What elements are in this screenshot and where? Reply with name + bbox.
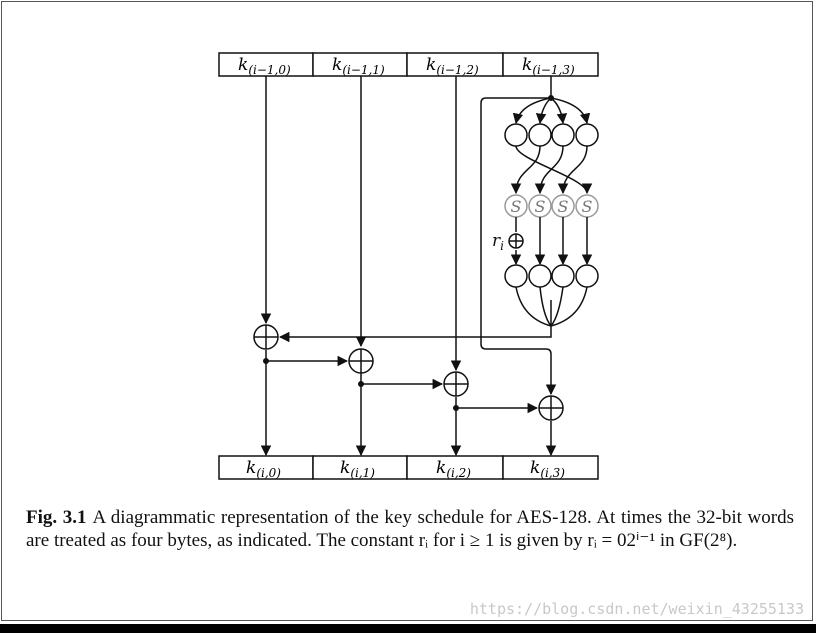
input-word-2-base: k: [426, 55, 436, 75]
figure-caption-text: A diagrammatic representation of the key…: [26, 507, 795, 551]
input-word-3-base: k: [522, 55, 532, 75]
junction-dot-2: [453, 405, 459, 411]
svg-text:k(i,3): k(i,3): [530, 458, 565, 480]
junction-dot-0: [263, 358, 269, 364]
xor-nodes: [253, 324, 564, 421]
rot-line-1-0: [510, 145, 541, 195]
sbox-0: S: [504, 194, 528, 218]
round-constant-sub: i: [500, 239, 504, 253]
svg-text:k(i−1,0): k(i−1,0): [238, 55, 291, 77]
round-constant-label: ri: [492, 231, 504, 253]
fan-out-3: [550, 97, 591, 125]
output-word-0-sub: (i,0): [256, 466, 281, 480]
input-word-0: k(i−1,0): [218, 52, 314, 77]
byte-node-2: [551, 123, 575, 147]
svg-text:k(i,2): k(i,2): [436, 458, 471, 480]
sbox-1-label: S: [535, 197, 546, 216]
g-function: S S S S ri: [492, 97, 599, 327]
xor-node-3: [538, 395, 564, 421]
output-word-3-base: k: [530, 458, 540, 478]
sbox-row: S S S S: [504, 194, 599, 218]
output-word-0-base: k: [246, 458, 256, 478]
sbox-3: S: [575, 194, 599, 218]
rot-line-0-3: [515, 145, 593, 195]
rot-line-3-2: [557, 145, 588, 195]
junction-dot-1: [358, 381, 364, 387]
input-word-3: k(i−1,3): [502, 52, 599, 77]
byte-node-1: [528, 123, 552, 147]
sbox-0-label: S: [511, 197, 522, 216]
fan-out-0: [512, 97, 552, 125]
byte-node-out-2: [551, 264, 575, 288]
svg-text:k(i−1,1): k(i−1,1): [332, 55, 385, 77]
bypass-line: [480, 97, 557, 396]
output-word-1: k(i,1): [312, 455, 408, 480]
output-word-3-sub: (i,3): [540, 466, 565, 480]
output-word-2-base: k: [436, 458, 446, 478]
round-constant-xor: [508, 233, 524, 249]
merge-2: [550, 286, 564, 327]
byte-row-2: [504, 264, 599, 288]
merge-0: [515, 286, 552, 327]
g-output-line: [278, 300, 552, 343]
sbox-1: S: [528, 194, 552, 218]
output-word-1-base: k: [340, 458, 350, 478]
input-word-1: k(i−1,1): [312, 52, 408, 77]
byte-node-3: [575, 123, 599, 147]
output-word-row: k(i,0) k(i,1) k(i,2) k(i,3): [218, 455, 599, 480]
xor-node-0: [253, 324, 279, 350]
input-word-1-sub: (i−1,1): [342, 63, 385, 77]
output-word-3: k(i,3): [502, 455, 599, 480]
input-word-0-sub: (i−1,0): [248, 63, 291, 77]
input-word-3-sub: (i−1,3): [532, 63, 575, 77]
sbox-3-label: S: [582, 197, 593, 216]
fan-out-1: [535, 97, 552, 125]
bottom-bar: [0, 624, 816, 633]
svg-text:k(i−1,2): k(i−1,2): [426, 55, 479, 77]
figure-label: Fig. 3.1: [26, 507, 87, 528]
sbox-2: S: [551, 194, 575, 218]
xor-node-2: [443, 371, 469, 397]
input-word-1-base: k: [332, 55, 342, 75]
output-word-1-sub: (i,1): [350, 466, 375, 480]
byte-row-1: [504, 123, 599, 147]
input-word-2-sub: (i−1,2): [436, 63, 479, 77]
round-constant-base: r: [492, 231, 501, 251]
byte-node-out-0: [504, 264, 528, 288]
merge-1: [539, 286, 552, 327]
word-lines: [260, 76, 557, 457]
merge-3: [550, 286, 588, 327]
input-word-row: k(i−1,0) k(i−1,1) k(i−1,2) k(i−1,3): [218, 52, 599, 77]
input-word-2: k(i−1,2): [406, 52, 504, 77]
key-schedule-diagram: k(i−1,0) k(i−1,1) k(i−1,2) k(i−1,3) k(i,…: [218, 52, 599, 480]
svg-text:k(i,1): k(i,1): [340, 458, 375, 480]
byte-node-0: [504, 123, 528, 147]
figure-frame: [1, 1, 813, 621]
svg-text:k(i−1,3): k(i−1,3): [522, 55, 575, 77]
byte-node-out-3: [575, 264, 599, 288]
output-word-2-sub: (i,2): [446, 466, 471, 480]
sbox-2-label: S: [558, 197, 569, 216]
byte-node-out-1: [528, 264, 552, 288]
output-word-2: k(i,2): [406, 455, 504, 480]
output-word-0: k(i,0): [218, 455, 314, 480]
xor-node-1: [348, 348, 374, 374]
watermark: https://blog.csdn.net/weixin_43255133: [469, 600, 804, 618]
svg-text:k(i,0): k(i,0): [246, 458, 281, 480]
fan-out-2: [550, 97, 568, 125]
input-word-0-base: k: [238, 55, 248, 75]
